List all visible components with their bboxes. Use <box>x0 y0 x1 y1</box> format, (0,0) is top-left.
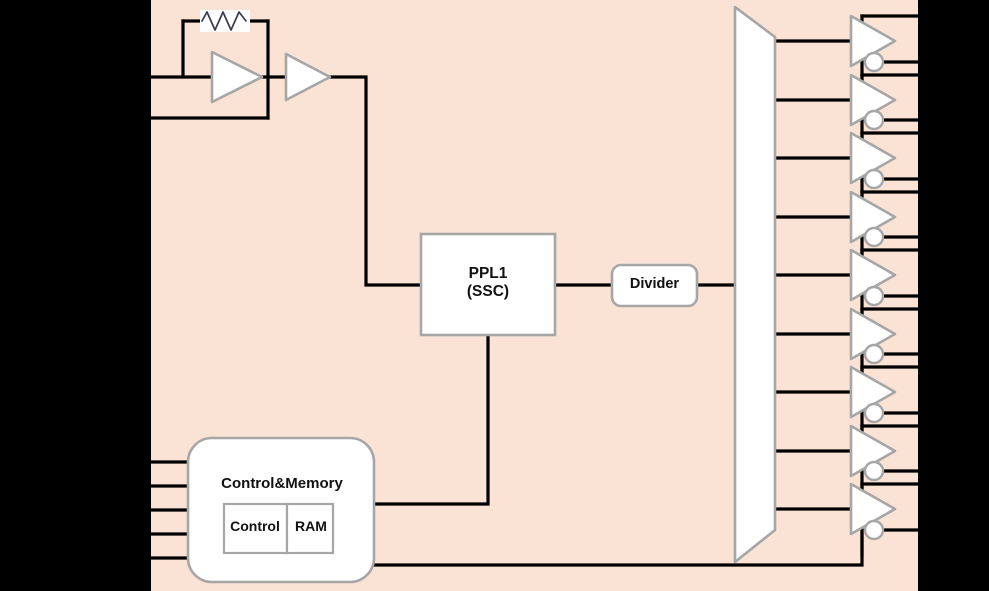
crystal-oscillator-frontend <box>200 10 332 104</box>
output-buffer-5[interactable] <box>849 248 897 307</box>
output-buffer-3[interactable] <box>849 131 897 190</box>
inversion-bubble-icon <box>863 402 885 424</box>
inversion-bubble-icon <box>863 519 885 541</box>
output-buffer-2[interactable] <box>849 73 897 131</box>
ram-subblock[interactable] <box>285 502 335 555</box>
control-memory-group <box>186 436 376 584</box>
output-buffer-4[interactable] <box>849 190 897 248</box>
inversion-bubble-icon <box>863 285 885 307</box>
inversion-bubble-icon <box>863 226 885 248</box>
control-subblock[interactable] <box>222 502 289 555</box>
inversion-bubble-icon <box>863 343 885 365</box>
resistor-icon <box>201 11 247 31</box>
output-buffer-7[interactable] <box>849 365 897 424</box>
output-buffer-1[interactable] <box>849 14 897 73</box>
oscillator-inverter-icon <box>210 50 264 104</box>
wire-buffer-to-pll <box>328 75 423 287</box>
output-buffer-9[interactable] <box>849 482 897 541</box>
inversion-bubble-icon <box>863 51 885 73</box>
inversion-bubble-icon <box>863 168 885 190</box>
wire-control-to-pll <box>372 333 490 506</box>
fanout-mux-icon[interactable] <box>733 5 777 564</box>
output-buffer-bank <box>849 14 897 541</box>
output-buffer-6[interactable] <box>849 307 897 365</box>
inversion-bubble-icon <box>863 109 885 131</box>
divider-block[interactable] <box>610 263 699 308</box>
pll-block[interactable] <box>419 232 557 337</box>
inversion-bubble-icon <box>863 460 885 482</box>
clock-buffer-inverter-icon <box>284 52 332 102</box>
output-buffer-8[interactable] <box>849 424 897 482</box>
